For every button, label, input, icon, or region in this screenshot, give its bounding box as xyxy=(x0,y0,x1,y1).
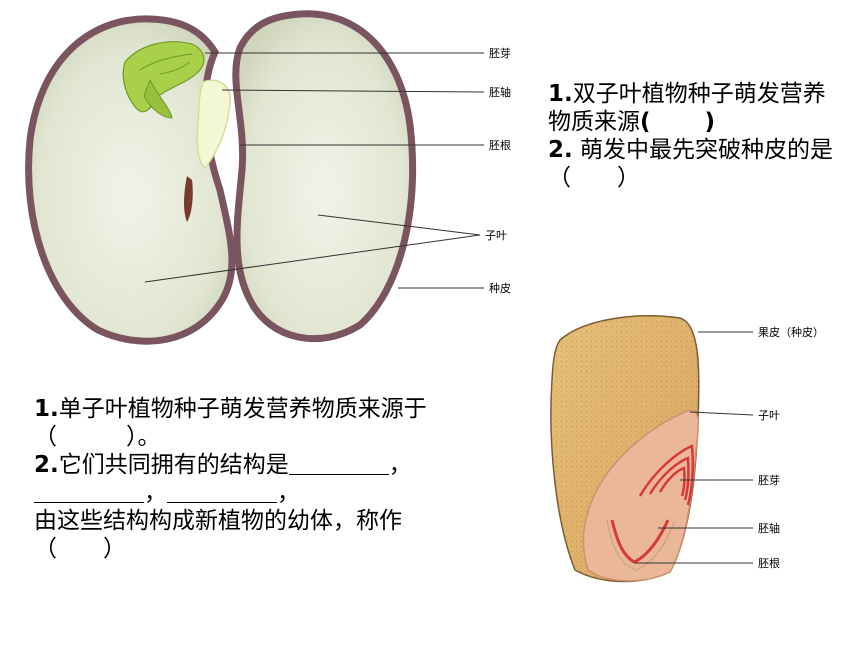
corn-questions: 1.单子叶植物种子萌发营养物质来源于（ ）。 2.它们共同拥有的结构是，，， 由… xyxy=(34,395,474,563)
label-bean-hypocotyl: 胚轴 xyxy=(489,85,511,99)
bean-right-cotyledon xyxy=(232,10,416,343)
bean-radicle xyxy=(196,79,231,170)
answer-blank-1[interactable] xyxy=(288,452,389,475)
bean-q1-paren: ( ) xyxy=(640,109,716,135)
label-corn-radicle: 胚根 xyxy=(758,556,780,570)
corn-q2-number: 2. xyxy=(34,452,59,478)
comma-3: ， xyxy=(277,480,300,506)
answer-blank-2[interactable] xyxy=(34,480,144,503)
bean-left-cotyledon xyxy=(25,15,236,345)
corn-labels: 果皮（种皮） 子叶 胚芽 胚轴 胚根 xyxy=(758,325,824,570)
bean-question-1: 1.双子叶植物种子萌发营养物质来源( ) xyxy=(548,80,848,136)
corn-radicle-sheath xyxy=(606,519,675,571)
corn-question-1: 1.单子叶植物种子萌发营养物质来源于（ ）。 xyxy=(34,395,444,451)
bean-q1-number: 1. xyxy=(548,81,573,107)
corn-leader-lines xyxy=(635,331,754,564)
corn-seed xyxy=(550,315,700,583)
corn-q1-number: 1. xyxy=(34,396,59,422)
label-bean-seed-coat: 种皮 xyxy=(489,281,511,295)
bean-q2-number: 2. xyxy=(548,137,573,163)
label-bean-plumule: 胚芽 xyxy=(489,46,511,60)
label-corn-cotyledon: 子叶 xyxy=(758,409,780,422)
bean-plumule xyxy=(122,41,205,119)
corn-question-3: 由这些结构构成新植物的幼体，称作（ ） xyxy=(34,507,434,563)
bean-question-2: 2. 萌发中最先突破种皮的是（ ） xyxy=(548,136,848,192)
bean-q2-text: 萌发中最先突破种皮的是（ ） xyxy=(548,137,834,191)
bean-seed xyxy=(25,10,416,345)
bean-questions: 1.双子叶植物种子萌发营养物质来源( ) 2. 萌发中最先突破种皮的是（ ） xyxy=(548,80,848,192)
label-bean-cotyledon: 子叶 xyxy=(485,229,507,242)
corn-hypocotyl-radicle xyxy=(610,519,670,564)
bean-hilum-mark xyxy=(184,176,193,222)
corn-plumule xyxy=(638,444,695,506)
corn-q1-text: 单子叶植物种子萌发营养物质来源于（ ）。 xyxy=(34,396,427,450)
comma-2: ， xyxy=(144,480,167,506)
bean-q1-text: 双子叶植物种子萌发营养物质来源 xyxy=(548,81,826,135)
corn-q2-text: 它们共同拥有的结构是 xyxy=(58,452,289,478)
label-corn-plumule: 胚芽 xyxy=(758,473,780,487)
corn-q3-text: 由这些结构构成新植物的幼体，称作（ ） xyxy=(34,508,402,562)
bean-labels: 胚芽 胚轴 胚根 子叶 种皮 xyxy=(485,46,511,295)
corn-question-2: 2.它们共同拥有的结构是，，， xyxy=(34,451,474,507)
comma-1: ， xyxy=(388,452,412,478)
answer-blank-3[interactable] xyxy=(167,480,277,503)
label-corn-hypocotyl: 胚轴 xyxy=(758,521,780,535)
label-bean-radicle: 胚根 xyxy=(489,138,511,152)
bean-leader-lines xyxy=(144,52,485,289)
label-corn-pericarp: 果皮（种皮） xyxy=(758,325,824,339)
